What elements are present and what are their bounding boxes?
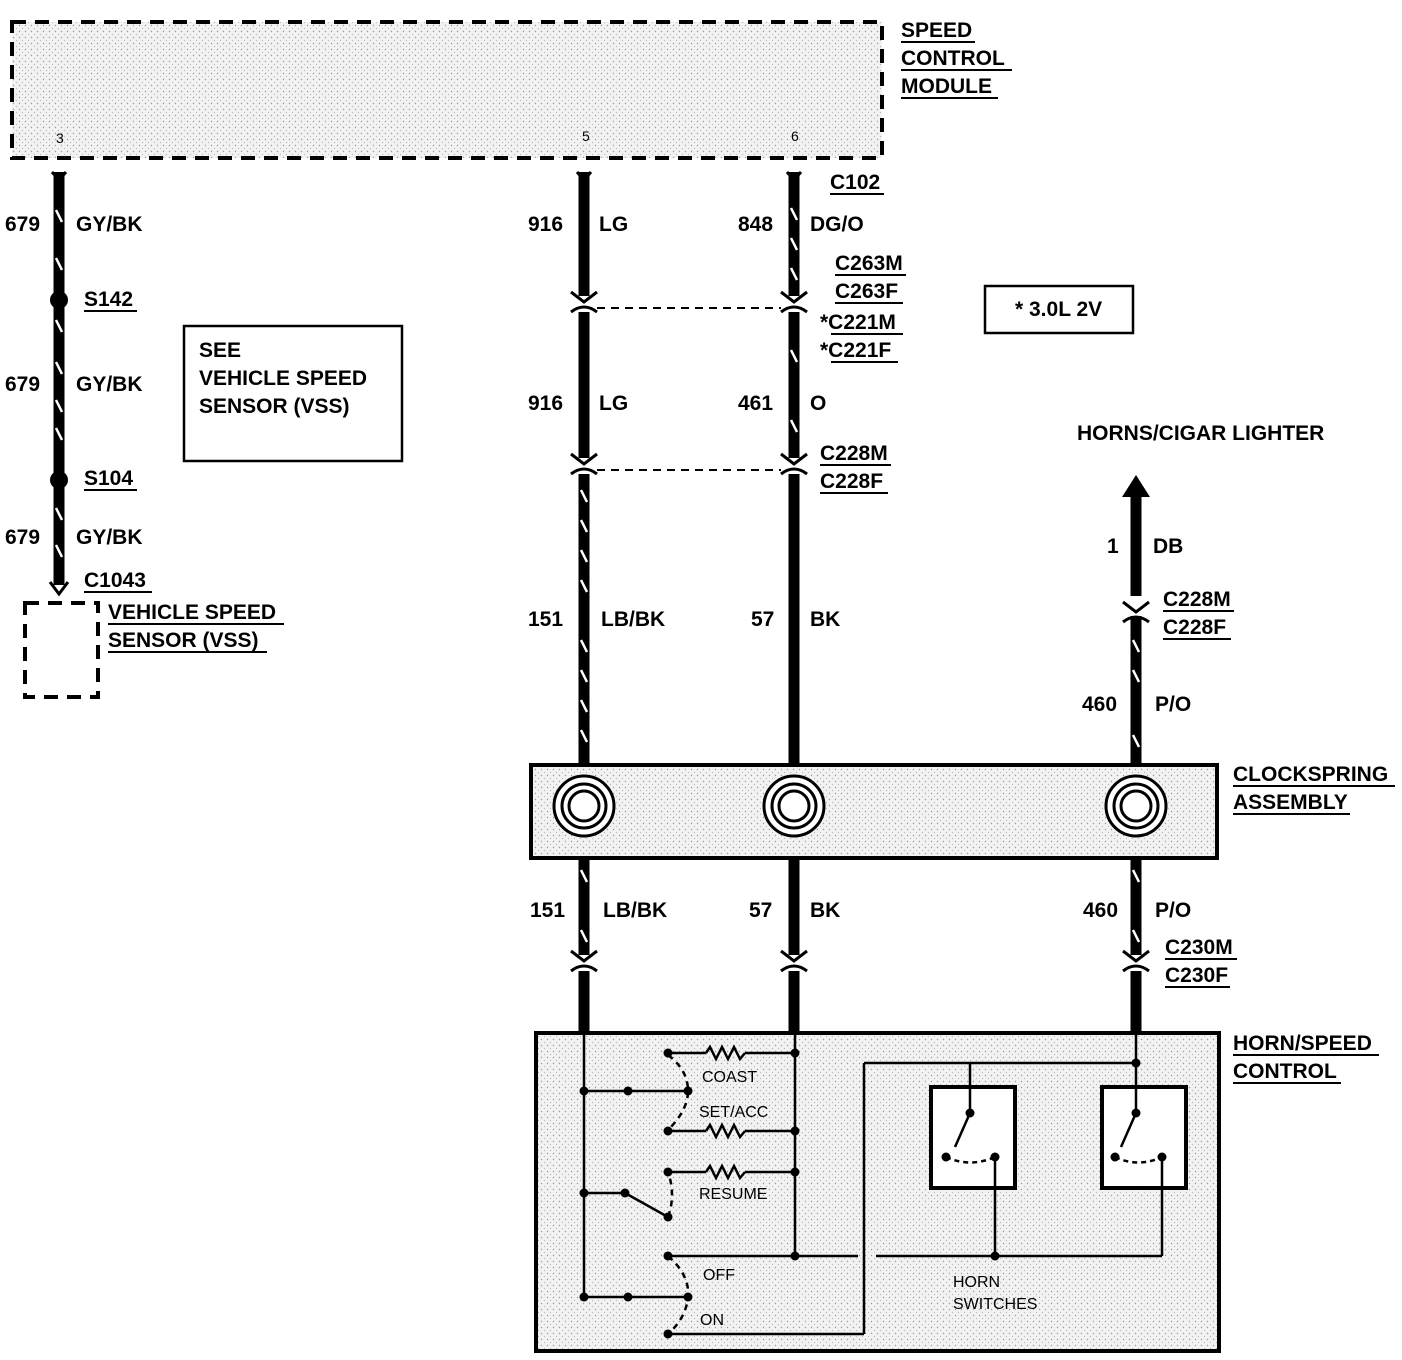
resume-resistor-icon xyxy=(704,1163,746,1181)
color-lg-a: LG xyxy=(599,213,628,236)
svg-text:VEHICLE SPEED: VEHICLE SPEED xyxy=(199,367,367,390)
circuit-848: 848 xyxy=(738,213,773,236)
clockspring-coil-3 xyxy=(1104,774,1168,838)
resume-label: RESUME xyxy=(699,1186,767,1203)
clockspring-coil-2 xyxy=(762,774,826,838)
circuit-151-a: 151 xyxy=(528,608,563,631)
clockspring-title: CLOCKSPRING ASSEMBLY xyxy=(1233,763,1395,815)
color-lg-b: LG xyxy=(599,392,628,415)
horn-speed-control-title: HORN/SPEED CONTROL xyxy=(1233,1032,1379,1084)
circuit-461: 461 xyxy=(738,392,773,415)
horn-switch-2 xyxy=(1100,1085,1188,1256)
connector-labels-center: C102 C263M C263F *C221M *C221F C228M C22… xyxy=(820,171,906,494)
circuit-57-b: 57 xyxy=(749,899,772,922)
speed-control-module-title: SPEED CONTROL MODULE xyxy=(901,19,1012,99)
svg-text:SPEED: SPEED xyxy=(901,19,972,42)
splice-s104-label: S104 xyxy=(84,467,133,490)
svg-text:*C221F: *C221F xyxy=(820,339,891,362)
color-gybk-a: GY/BK xyxy=(76,213,143,236)
vss-sensor: VEHICLE SPEED SENSOR (VSS) xyxy=(23,601,284,699)
horn-speed-control-module: COAST SET/ACC RESUME OFF ON xyxy=(534,1031,1221,1353)
circuit-679-c: 679 xyxy=(5,526,40,549)
color-dgo: DG/O xyxy=(810,213,864,236)
svg-text:C228F: C228F xyxy=(1163,616,1226,639)
speed-control-module: 3 5 6 xyxy=(10,20,884,160)
horn-switches-label-2: SWITCHES xyxy=(953,1296,1037,1313)
off-label: OFF xyxy=(703,1267,735,1284)
svg-text:C230M: C230M xyxy=(1165,936,1233,959)
svg-text:* 3.0L 2V: * 3.0L 2V xyxy=(1015,298,1102,321)
circuit-916-a: 916 xyxy=(528,213,563,236)
svg-text:C230F: C230F xyxy=(1165,964,1228,987)
svg-text:ASSEMBLY: ASSEMBLY xyxy=(1233,791,1348,814)
connector-c1043-label: C1043 xyxy=(84,569,146,592)
coast-resistor-icon xyxy=(704,1044,746,1062)
color-po-a: P/O xyxy=(1155,693,1191,716)
splice-s104-dot xyxy=(50,471,68,489)
svg-text:C102: C102 xyxy=(830,171,880,194)
splice-s142-dot xyxy=(50,291,68,309)
color-gybk-b: GY/BK xyxy=(76,373,143,396)
horn-switches-label-1: HORN xyxy=(953,1274,1000,1291)
color-bk-b: BK xyxy=(810,899,840,922)
circuit-151-b: 151 xyxy=(530,899,565,922)
svg-text:CONTROL: CONTROL xyxy=(1233,1060,1337,1083)
color-lbbk-b: LB/BK xyxy=(603,899,667,922)
svg-text:SENSOR (VSS): SENSOR (VSS) xyxy=(108,629,259,652)
color-po-b: P/O xyxy=(1155,899,1191,922)
clockspring-assembly xyxy=(529,763,1219,860)
svg-text:C263F: C263F xyxy=(835,280,898,303)
vss-circuit: 679 GY/BK S142 679 GY/BK S104 679 GY/BK … xyxy=(5,171,152,597)
circuit-916-b: 916 xyxy=(528,392,563,415)
pin-5-label: 5 xyxy=(582,128,590,144)
svg-text:C228M: C228M xyxy=(1163,588,1231,611)
svg-text:C228M: C228M xyxy=(820,442,888,465)
svg-text:HORN/SPEED: HORN/SPEED xyxy=(1233,1032,1372,1055)
color-gybk-c: GY/BK xyxy=(76,526,143,549)
wire-lg-lbbk: 916 LG 916 LG 151 LB/BK 151 LB/BK xyxy=(528,171,667,1033)
on-label: ON xyxy=(700,1312,724,1329)
circuit-679-a: 679 xyxy=(5,213,40,236)
see-vss-note: SEE VEHICLE SPEED SENSOR (VSS) xyxy=(182,324,404,463)
pin-6-label: 6 xyxy=(791,128,799,144)
svg-text:CLOCKSPRING: CLOCKSPRING xyxy=(1233,763,1388,786)
color-o: O xyxy=(810,392,826,415)
circuit-460-a: 460 xyxy=(1082,693,1117,716)
color-db: DB xyxy=(1153,535,1183,558)
set-acc-label: SET/ACC xyxy=(699,1104,768,1121)
circuit-1: 1 xyxy=(1107,535,1119,558)
splice-s142-label: S142 xyxy=(84,288,133,311)
svg-text:CONTROL: CONTROL xyxy=(901,47,1005,70)
horns-cigar-lighter-label: HORNS/CIGAR LIGHTER xyxy=(1077,422,1324,445)
svg-text:*C221M: *C221M xyxy=(820,311,896,334)
circuit-679-b: 679 xyxy=(5,373,40,396)
pin-3-label: 3 xyxy=(56,130,64,146)
svg-text:SENSOR (VSS): SENSOR (VSS) xyxy=(199,395,350,418)
svg-text:C228F: C228F xyxy=(820,470,883,493)
set-acc-resistor-icon xyxy=(704,1122,746,1140)
circuit-460-b: 460 xyxy=(1083,899,1118,922)
wire-dgo-bk: 848 DG/O 461 O 57 BK 57 BK xyxy=(738,171,864,1033)
svg-text:MODULE: MODULE xyxy=(901,75,992,98)
color-bk-a: BK xyxy=(810,608,840,631)
horn-switch-1 xyxy=(929,1085,1017,1261)
circuit-57-a: 57 xyxy=(751,608,774,631)
color-lbbk-a: LB/BK xyxy=(601,608,665,631)
coast-label: COAST xyxy=(702,1069,757,1086)
clockspring-coil-1 xyxy=(552,774,616,838)
svg-text:VEHICLE SPEED: VEHICLE SPEED xyxy=(108,601,276,624)
engine-note: * 3.0L 2V xyxy=(983,284,1135,335)
wire-horn-po: HORNS/CIGAR LIGHTER 1 DB C228M C228F 460… xyxy=(1077,422,1324,1033)
svg-text:SEE: SEE xyxy=(199,339,241,362)
svg-text:C263M: C263M xyxy=(835,252,903,275)
arrow-up-icon xyxy=(1122,475,1150,497)
